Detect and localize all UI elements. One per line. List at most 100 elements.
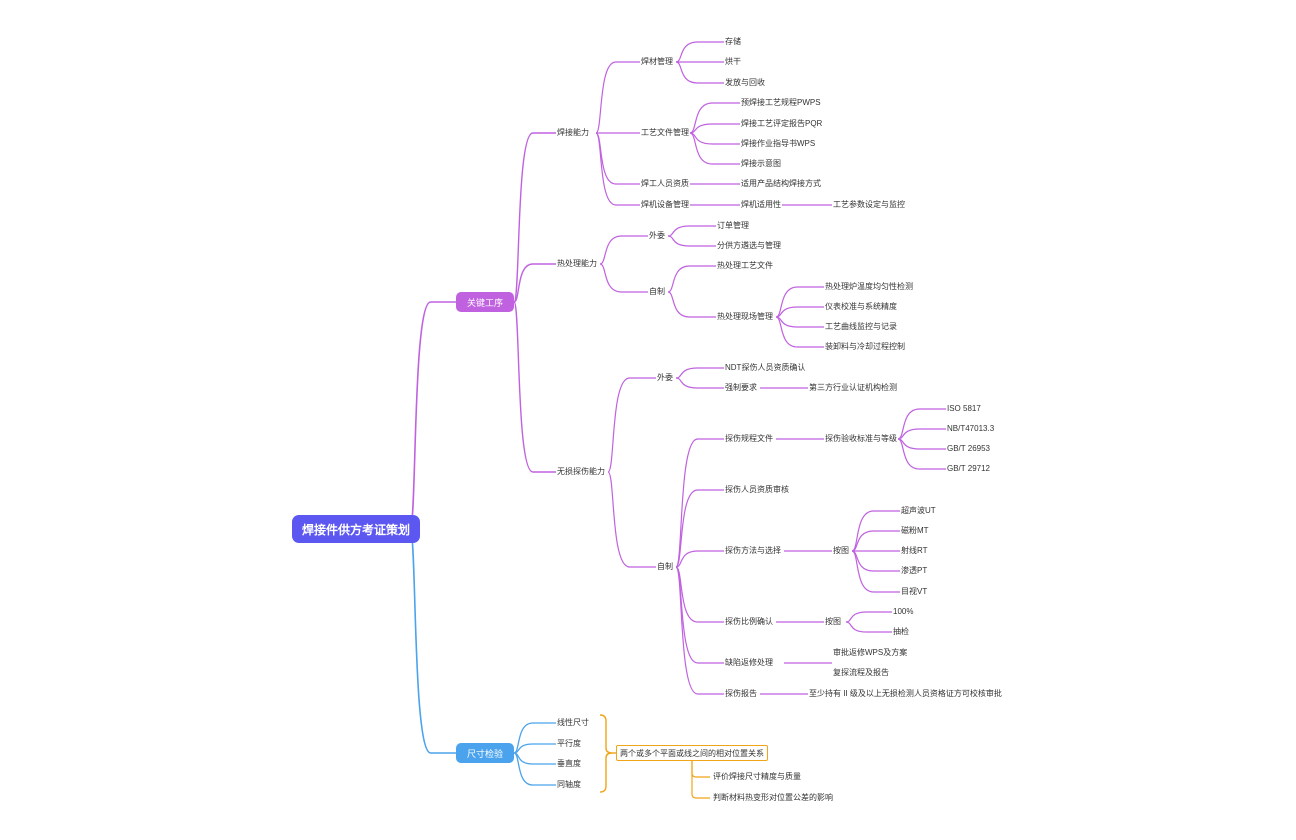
node-welder-suitability[interactable]: 焊机适用性	[740, 200, 782, 210]
node-mt[interactable]: 磁粉MT	[900, 526, 930, 536]
connector-0	[409, 301, 456, 530]
connector-29	[607, 377, 656, 473]
node-gbt29712[interactable]: GB/T 29712	[946, 464, 991, 474]
connector-25	[775, 286, 824, 318]
connector-34	[675, 438, 724, 568]
node-furnace-uniformity[interactable]: 热处理炉温度均匀性检测	[824, 282, 914, 292]
node-storage[interactable]: 存储	[724, 37, 742, 47]
node-welder-equipment[interactable]: 焊机设备管理	[640, 200, 690, 210]
node-iso5817[interactable]: ISO 5817	[946, 404, 982, 414]
node-order-management[interactable]: 订单管理	[716, 221, 750, 231]
root-node[interactable]: 焊接件供方考证策划	[292, 515, 420, 543]
node-approve-repair-wps[interactable]: 审批返修WPS及方案	[832, 648, 909, 658]
node-ndt-inhouse[interactable]: 自制	[656, 562, 674, 572]
connector-42	[897, 428, 946, 440]
connector-47	[851, 530, 900, 552]
node-100-percent[interactable]: 100%	[892, 607, 915, 617]
node-nbt47013[interactable]: NB/T47013.3	[946, 424, 996, 434]
node-sampling[interactable]: 抽检	[892, 627, 910, 637]
node-ratio-per-drawing[interactable]: 按图	[824, 617, 842, 627]
connector-30	[607, 471, 656, 568]
connector-11	[675, 61, 724, 84]
connector-4	[513, 301, 556, 473]
connector-22	[667, 235, 716, 247]
connector-58	[513, 752, 556, 765]
node-ndt-method[interactable]: 探伤方法与选择	[724, 546, 782, 556]
node-evaluate-precision[interactable]: 评价焊接尺寸精度与质量	[712, 772, 802, 782]
node-defect-repair[interactable]: 缺陷返修处理	[724, 658, 774, 668]
connector-57	[513, 743, 556, 754]
node-ndt-report[interactable]: 探伤报告	[724, 689, 758, 699]
connector-37	[675, 566, 724, 623]
connector-35	[675, 489, 724, 568]
node-parallelism[interactable]: 平行度	[556, 739, 582, 749]
node-instrument-calibration[interactable]: 仪表校准与系统精度	[824, 302, 898, 312]
node-acceptance-standard[interactable]: 探伤验收标准与等级	[824, 434, 898, 444]
node-coaxiality[interactable]: 同轴度	[556, 780, 582, 790]
connector-9	[675, 41, 724, 63]
node-ndt-procedure[interactable]: 探伤规程文件	[724, 434, 774, 444]
node-param-monitoring[interactable]: 工艺参数设定与监控	[832, 200, 906, 210]
node-heat-site-management[interactable]: 热处理现场管理	[716, 312, 774, 322]
node-pqr[interactable]: 焊接工艺评定报告PQR	[740, 119, 824, 129]
node-process-docs[interactable]: 工艺文件管理	[640, 128, 690, 138]
connector-26	[775, 306, 824, 318]
connector-59	[513, 752, 556, 786]
branch-dimension-inspection[interactable]: 尺寸检验	[456, 743, 514, 763]
connector-24	[667, 291, 716, 318]
node-report-approval[interactable]: 至少持有 II 级及以上无损检测人员资格证方可校核审批	[808, 689, 1003, 699]
node-pwps[interactable]: 预焊接工艺规程PWPS	[740, 98, 822, 108]
node-relative-position-summary[interactable]: 两个或多个平面或线之间的相对位置关系	[616, 745, 768, 761]
node-reinspection[interactable]: 复探流程及报告	[832, 668, 890, 678]
node-loading-cooling[interactable]: 装卸料与冷却过程控制	[824, 342, 906, 352]
node-perpendicularity[interactable]: 垂直度	[556, 759, 582, 769]
node-heat-process-docs[interactable]: 热处理工艺文件	[716, 261, 774, 271]
node-weld-material[interactable]: 焊材管理	[640, 57, 674, 67]
connector-21	[667, 225, 716, 237]
node-ndt-staff-confirm[interactable]: NDT探伤人员资质确认	[724, 363, 807, 373]
node-ndt-capability[interactable]: 无损探伤能力	[556, 467, 606, 477]
node-issue-recovery[interactable]: 发放与回收	[724, 78, 766, 88]
connector-61	[691, 761, 710, 799]
node-drying[interactable]: 烘干	[724, 57, 742, 67]
node-welder-qualification[interactable]: 焊工人员资质	[640, 179, 690, 189]
node-welding-capability[interactable]: 焊接能力	[556, 128, 590, 138]
connector-53	[845, 621, 892, 633]
connector-2	[513, 132, 556, 303]
node-ndt-staff-review[interactable]: 探伤人员资质审核	[724, 485, 790, 495]
connector-39	[675, 566, 724, 695]
node-applicable-weld-method[interactable]: 适用产品结构焊接方式	[740, 179, 822, 189]
node-heat-outsourced[interactable]: 外委	[648, 231, 666, 241]
connector-36	[675, 550, 724, 568]
node-heat-treatment-capability[interactable]: 热处理能力	[556, 259, 598, 269]
node-ut[interactable]: 超声波UT	[900, 506, 937, 516]
node-curve-monitoring[interactable]: 工艺曲线监控与记录	[824, 322, 898, 332]
node-gbt26953[interactable]: GB/T 26953	[946, 444, 991, 454]
connector-50	[851, 550, 900, 593]
node-rt[interactable]: 射线RT	[900, 546, 929, 556]
node-thermal-deformation[interactable]: 判断材料热变形对位置公差的影响	[712, 793, 834, 803]
connector-27	[775, 316, 824, 328]
node-wps[interactable]: 焊接作业指导书WPS	[740, 139, 817, 149]
node-linear-dimension[interactable]: 线性尺寸	[556, 718, 590, 728]
node-pt[interactable]: 渗透PT	[900, 566, 929, 576]
node-subsupplier-management[interactable]: 分供方遴选与管理	[716, 241, 782, 251]
node-mandatory-requirement[interactable]: 强制要求	[724, 383, 758, 393]
connector-13	[689, 123, 740, 134]
connector-15	[689, 132, 740, 165]
node-heat-inhouse[interactable]: 自制	[648, 287, 666, 297]
node-vt[interactable]: 目视VT	[900, 587, 929, 597]
branch-key-process[interactable]: 关键工序	[456, 292, 514, 312]
node-ndt-ratio[interactable]: 探伤比例确认	[724, 617, 774, 627]
node-method-per-drawing[interactable]: 按图	[832, 546, 850, 556]
connector-41	[897, 408, 946, 440]
node-ndt-outsourced[interactable]: 外委	[656, 373, 674, 383]
connector-52	[845, 611, 892, 623]
connector-bracket	[599, 714, 613, 793]
node-weld-diagram[interactable]: 焊接示意图	[740, 159, 782, 169]
connector-3	[513, 263, 556, 303]
connector-44	[897, 438, 946, 470]
node-third-party-inspection[interactable]: 第三方行业认证机构检测	[808, 383, 898, 393]
